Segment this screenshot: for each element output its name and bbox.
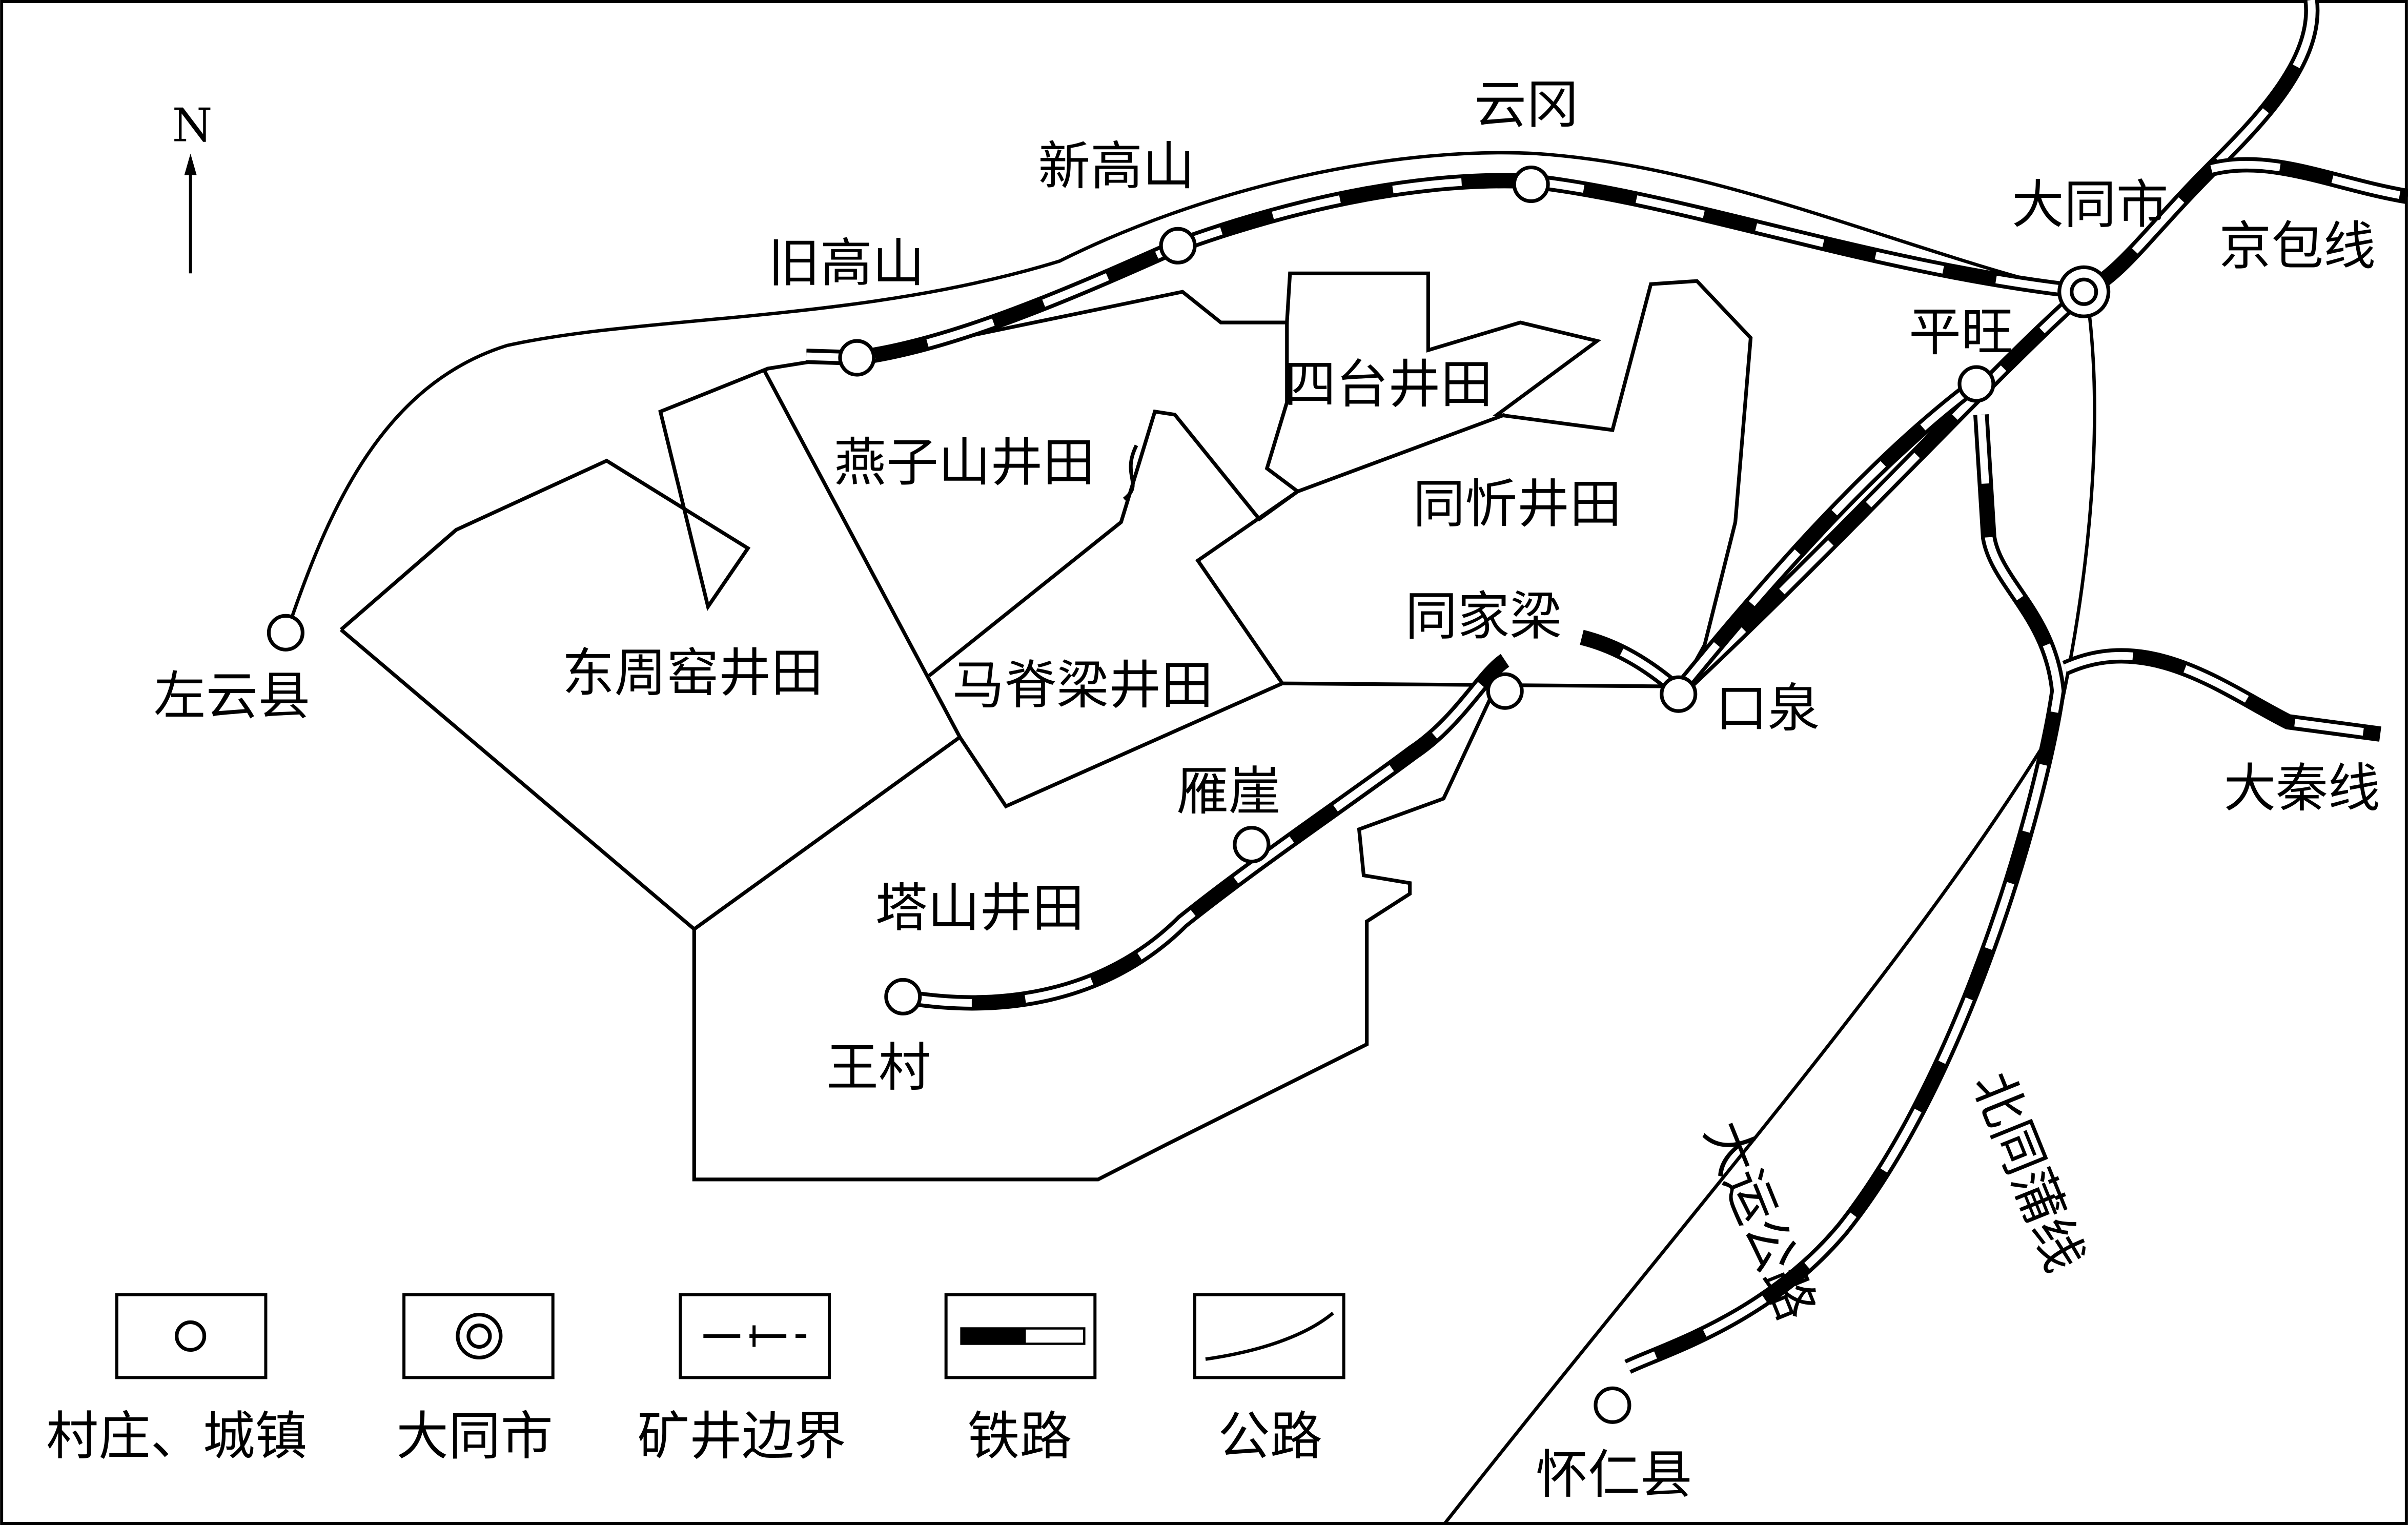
north-label: N [172,99,213,153]
town-marker-jiugaoshan [838,339,876,377]
town-marker-wangcun [884,978,922,1015]
label-kouquan: 口泉 [1716,678,1820,739]
legend-label-road: 公路 [1218,1406,1322,1467]
label-sitai-field: 四台井田 [1284,354,1493,415]
town-marker-huairen [1594,1386,1631,1424]
town-marker-zuoyun [267,614,304,652]
town-marker-tongjialiang [1486,672,1524,710]
legend-label-village: 村庄、城镇 [46,1406,307,1467]
label-daqin-line: 大秦线 [2223,758,2380,819]
legend-railway-icon [960,1327,1086,1345]
label-tashan-field: 塔山井田 [875,878,1084,939]
label-dongzhouyao-field: 东周窑井田 [562,643,823,704]
legend-label-boundary: 矿井边界 [637,1406,846,1467]
railways [806,0,2408,1374]
label-jingbao-line: 京包线 [2219,216,2376,277]
label-yanya: 雁崖 [1176,761,1281,822]
label-yanzishan-field: 燕子山井田 [834,433,1095,494]
legend-road-icon [1205,1312,1334,1361]
label-yungang: 云冈 [1474,75,1579,136]
label-jiugaoshan: 旧高山 [768,233,925,294]
town-marker-yungang [1512,165,1550,204]
label-datong: 大同市 [2012,174,2169,235]
label-huairen: 怀仁县 [1536,1445,1692,1506]
label-zuoyun: 左云县 [154,666,311,727]
legend-label-railway: 铁路 [968,1406,1072,1467]
label-pingwang: 平旺 [1909,302,2013,363]
label-xingaoshan: 新高山 [1038,136,1195,197]
town-marker-kouquan [1660,675,1698,713]
label-tongxin-field: 同忻井田 [1413,474,1621,535]
legend-label-city: 大同市 [396,1406,553,1467]
road-dayun [1442,307,2096,1525]
label-majiliang-field: 马脊梁井田 [952,655,1213,716]
legend-village-icon [175,1320,207,1352]
north-arrow-icon [184,153,197,274]
legend: 村庄、城镇 大同市 矿井边界 铁路 公路 [46,1293,1345,1467]
town-marker-xingaoshan [1159,227,1197,265]
legend-city-icon [456,1312,503,1360]
road-zuoyun-datong [290,151,2074,618]
legend-boundary-icon [703,1325,807,1347]
town-marker-yanya [1233,826,1271,864]
label-wangcun: 王村 [826,1038,931,1099]
city-marker-datong [2057,265,2111,318]
town-marker-pingwang [1957,365,1995,403]
label-tongjialiang: 同家梁 [1405,586,1562,647]
